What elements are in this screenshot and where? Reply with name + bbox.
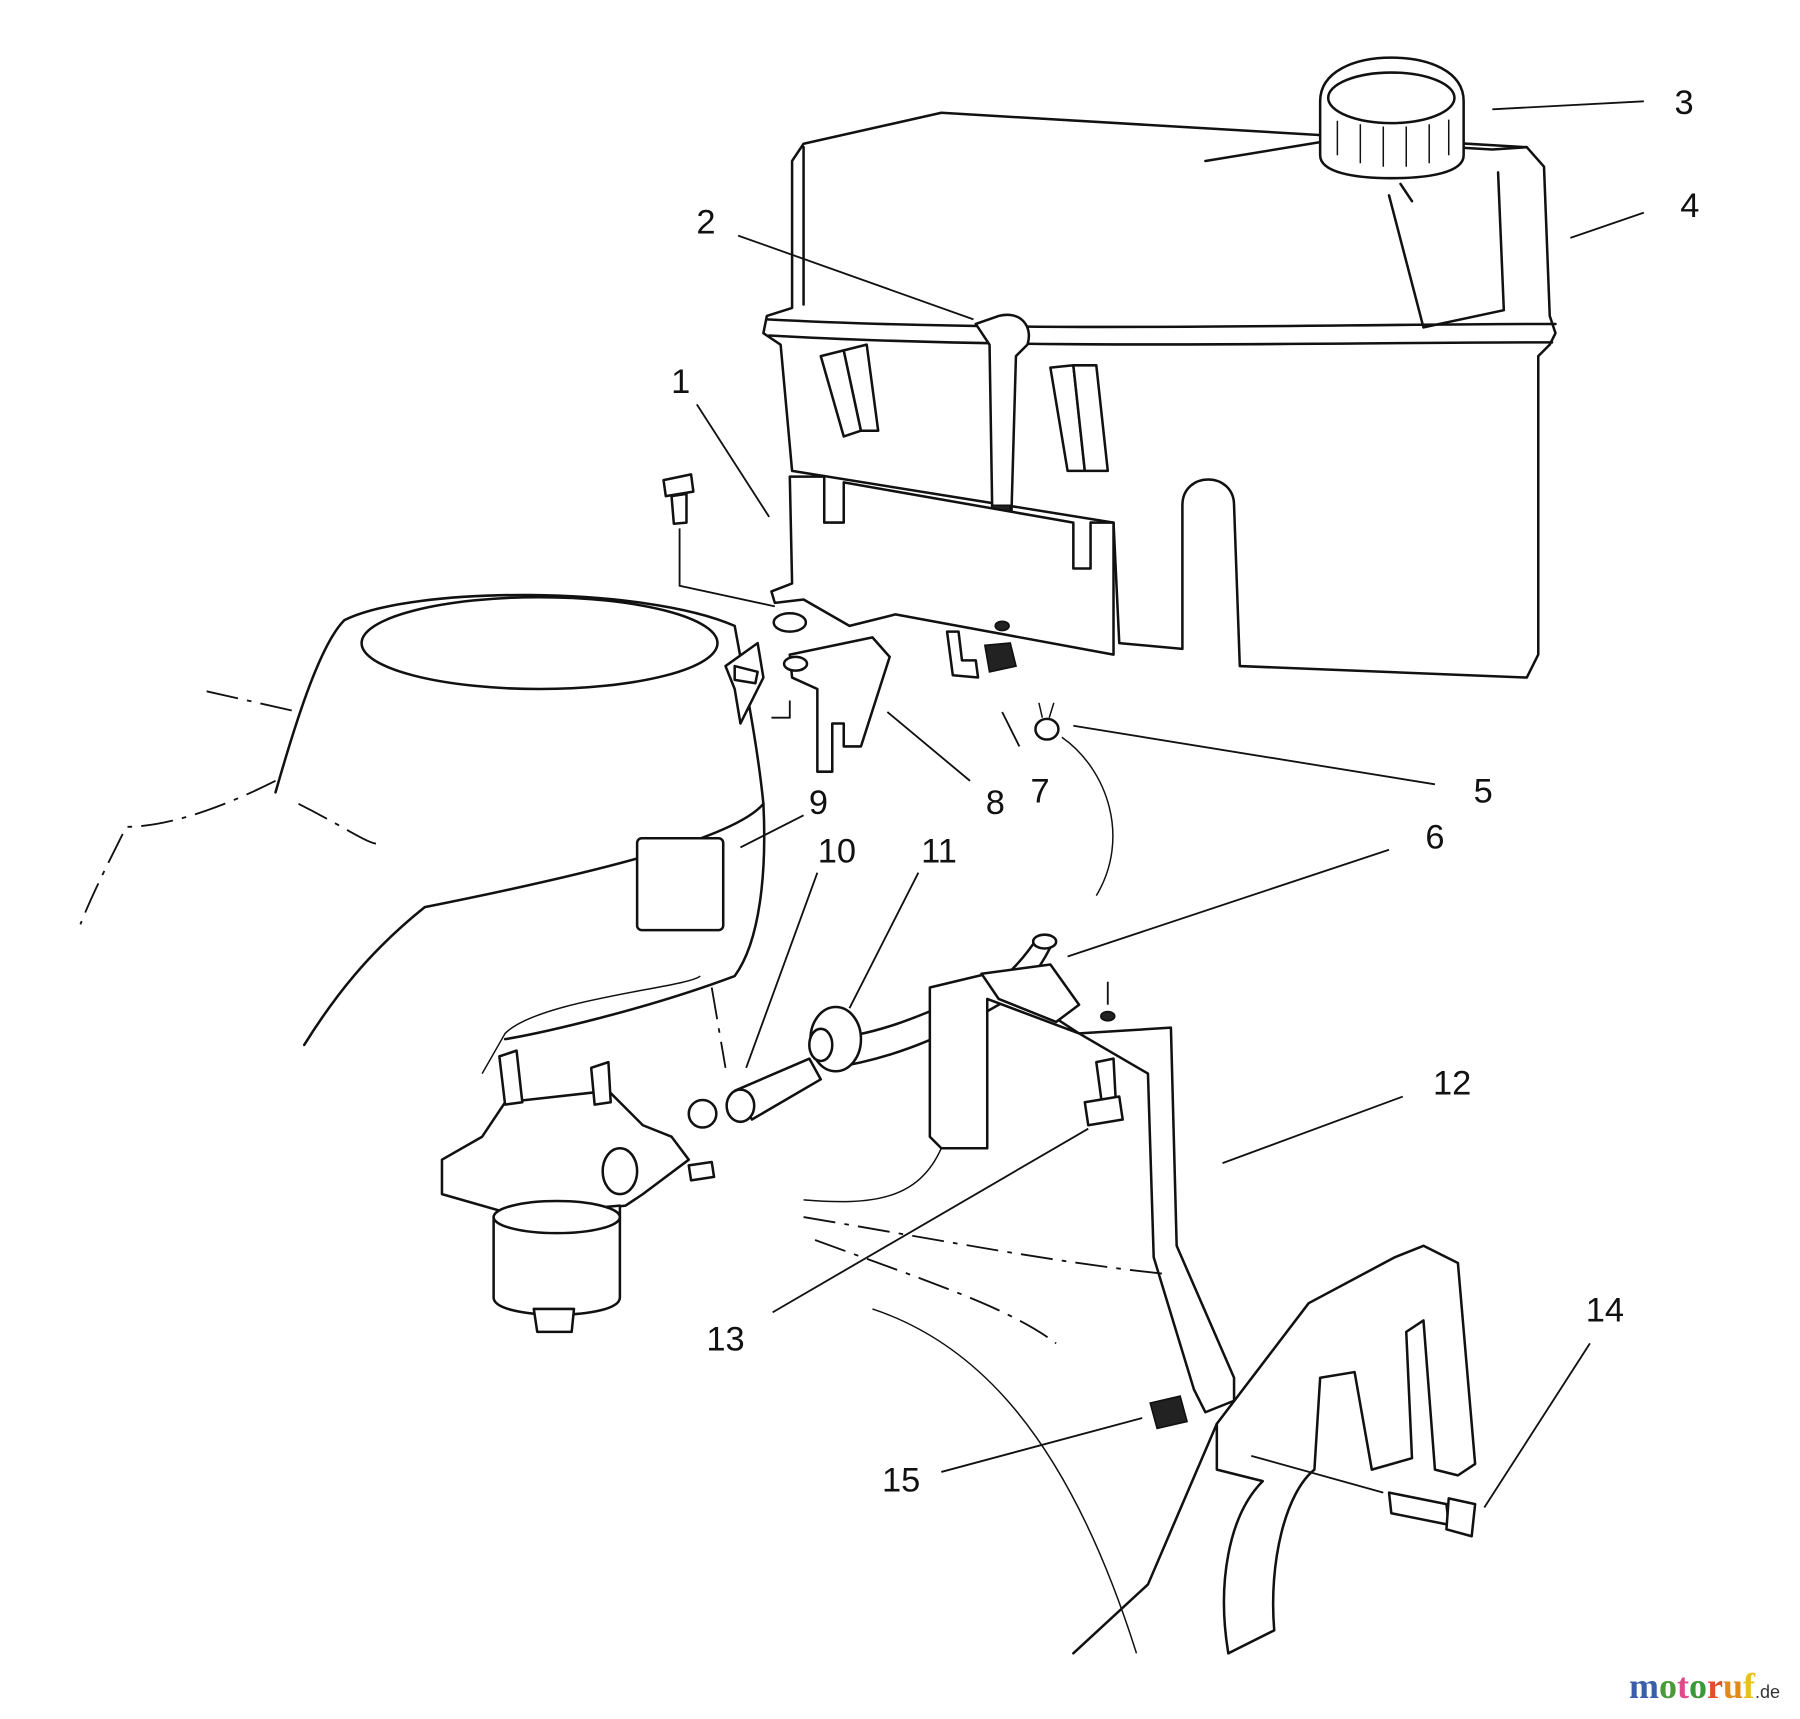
callout-12: 12 — [1433, 1064, 1471, 1102]
logo-letter: f — [1742, 1666, 1755, 1706]
callout-10: 10 — [818, 832, 856, 870]
engine-shroud — [79, 593, 766, 1074]
logo-letter: o — [1688, 1666, 1707, 1706]
callout-1: 1 — [671, 363, 690, 401]
tank-bracket — [770, 475, 1115, 656]
fuel-cap — [1318, 56, 1465, 180]
frame — [803, 1216, 1477, 1655]
watermark-logo: motoruf.de — [1629, 1665, 1780, 1707]
callout-15: 15 — [882, 1461, 920, 1499]
logo-letter: m — [1628, 1666, 1659, 1706]
logo-letter: r — [1706, 1666, 1723, 1706]
fuel-line — [687, 933, 1058, 1129]
callout-2: 2 — [696, 203, 715, 241]
callout-8: 8 — [986, 784, 1005, 822]
mounting-bracket — [803, 963, 1236, 1414]
callout-9: 9 — [809, 784, 828, 822]
fuel-tank — [762, 111, 1557, 679]
callout-numbers: 1 2 3 4 5 6 7 8 9 10 11 12 13 14 15 — [671, 84, 1699, 1500]
screw — [662, 473, 776, 608]
hose-clamp — [687, 1098, 718, 1129]
nut-and-fitting — [945, 630, 1114, 897]
carburetor — [440, 1049, 716, 1334]
logo-suffix: .de — [1754, 1682, 1780, 1702]
callout-5: 5 — [1474, 773, 1493, 811]
logo-letter: t — [1676, 1666, 1689, 1706]
callout-4: 4 — [1680, 187, 1699, 225]
clamp-5 — [1034, 717, 1060, 741]
callout-13: 13 — [706, 1320, 744, 1358]
bracket-8 — [724, 636, 891, 773]
logo-letter: o — [1658, 1666, 1677, 1706]
callout-11: 11 — [921, 832, 957, 870]
callout-7: 7 — [1030, 773, 1049, 811]
callout-3: 3 — [1674, 84, 1693, 122]
decal-9 — [635, 837, 725, 932]
callout-leaders — [696, 100, 1645, 1509]
logo-letter: u — [1722, 1666, 1743, 1706]
callout-6: 6 — [1425, 819, 1444, 857]
callout-14: 14 — [1586, 1292, 1624, 1330]
